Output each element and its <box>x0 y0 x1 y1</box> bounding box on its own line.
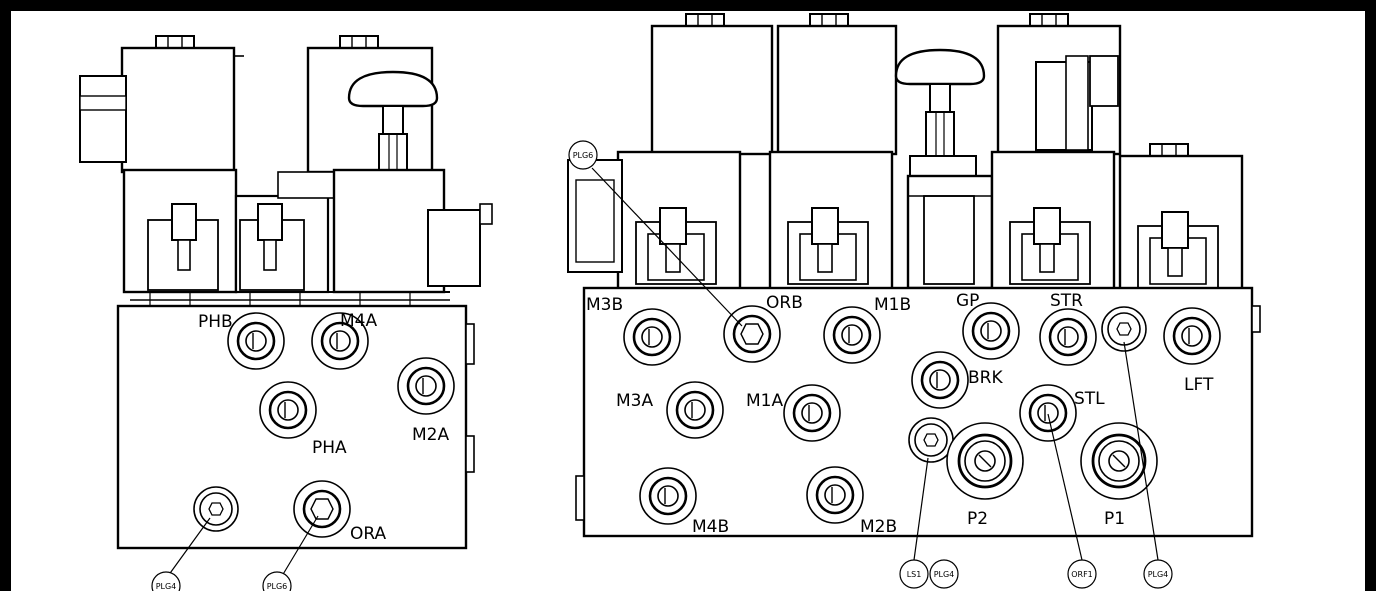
svg-text:PLG4: PLG4 <box>1148 570 1169 579</box>
port-m4b <box>638 466 698 526</box>
frame-top <box>0 0 1376 11</box>
label-pha: PHA <box>312 438 347 458</box>
label-p2: P2 <box>967 509 988 529</box>
right-valve-2 <box>768 150 894 294</box>
port-lft <box>1162 306 1222 366</box>
left-assembly: PHB M4A PHA M2A ORA PLG4 PLG6 <box>79 35 493 596</box>
port-gp <box>961 301 1021 361</box>
callout-right-plg4-b: PLG4 <box>1143 559 1173 589</box>
label-m1b: M1B <box>874 295 911 315</box>
port-p1 <box>1079 421 1159 501</box>
label-m4b: M4B <box>692 517 729 537</box>
port-str <box>1038 307 1098 367</box>
label-stl: STL <box>1074 389 1105 409</box>
right-assembly: M3B ORB M1B GP STR LFT BRK M3A M1A STL M… <box>567 13 1261 589</box>
port-p2 <box>945 421 1025 501</box>
svg-text:PLG4: PLG4 <box>934 570 955 579</box>
port-m3a <box>665 380 725 440</box>
left-valve-bodies <box>122 168 493 306</box>
port-m3b <box>622 307 682 367</box>
port-orb <box>722 304 782 364</box>
svg-text:ORF1: ORF1 <box>1071 570 1093 579</box>
callout-right-plg4-a: PLG4 <box>929 559 959 589</box>
port-phb <box>226 311 286 371</box>
label-phb: PHB <box>198 312 233 332</box>
label-m2b: M2B <box>860 517 897 537</box>
left-coil-1 <box>79 35 244 174</box>
label-gp: GP <box>956 291 979 311</box>
frame-right <box>1365 0 1376 591</box>
port-brk <box>910 350 970 410</box>
right-valve-3 <box>990 150 1116 294</box>
label-ora: ORA <box>350 524 387 544</box>
port-m1b <box>822 305 882 365</box>
callout-left-plg6: PLG6 <box>262 571 292 596</box>
port-stl <box>1018 383 1078 443</box>
frame-left <box>0 0 11 591</box>
callout-left-plg4: PLG4 <box>151 571 181 596</box>
label-m3b: M3B <box>586 295 623 315</box>
svg-text:PLG6: PLG6 <box>573 151 594 160</box>
svg-text:PLG4: PLG4 <box>156 582 177 591</box>
port-pha <box>258 380 318 440</box>
port-m2b <box>805 465 865 525</box>
svg-text:LS1: LS1 <box>907 570 922 579</box>
callout-right-plg6: PLG6 <box>568 140 598 170</box>
callout-ls1: LS1 <box>899 559 929 589</box>
right-center-cartridge <box>906 174 994 290</box>
label-p1: P1 <box>1104 509 1125 529</box>
label-brk: BRK <box>968 368 1003 388</box>
right-manual-override-knob <box>894 48 986 158</box>
port-m2a <box>396 356 456 416</box>
port-plug-left-1 <box>193 486 239 532</box>
label-lft: LFT <box>1184 375 1214 395</box>
label-str: STR <box>1050 291 1083 311</box>
right-valve-1 <box>616 150 742 294</box>
label-m3a: M3A <box>616 391 653 411</box>
label-m2a: M2A <box>412 425 449 445</box>
svg-text:PLG6: PLG6 <box>267 582 288 591</box>
port-ora <box>292 479 352 539</box>
label-m1a: M1A <box>746 391 783 411</box>
port-ls1 <box>908 417 954 463</box>
label-orb: ORB <box>766 293 803 313</box>
port-m1a <box>782 383 842 443</box>
callout-orf1: ORF1 <box>1067 559 1097 589</box>
label-m4a: M4A <box>340 311 377 331</box>
right-valve-4 <box>1118 154 1244 298</box>
